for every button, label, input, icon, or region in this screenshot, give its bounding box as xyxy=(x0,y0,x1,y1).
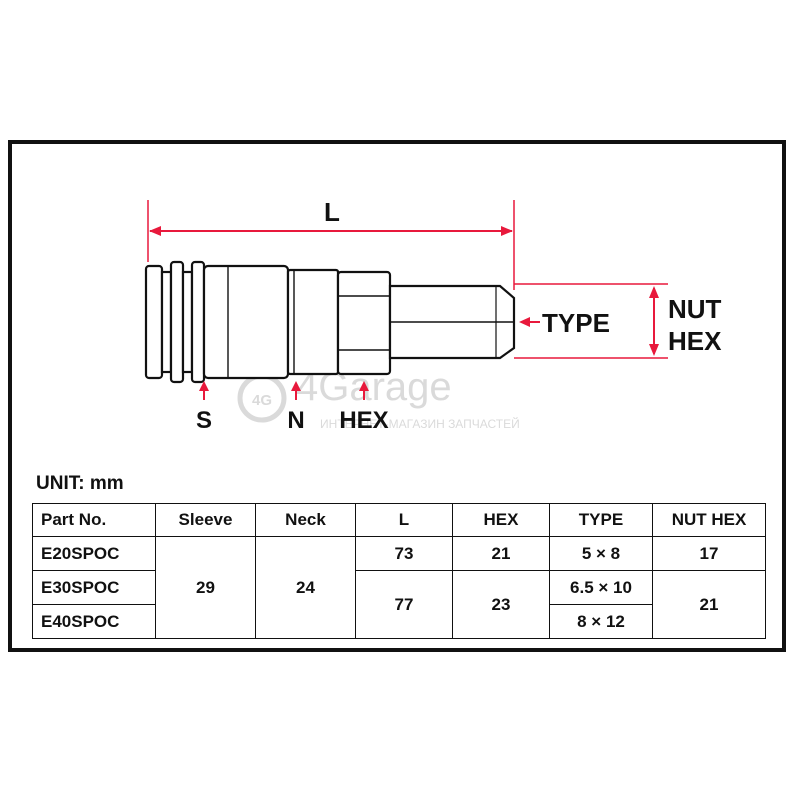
header-hex: HEX xyxy=(452,503,550,537)
label-nut-hex-line2: HEX xyxy=(668,326,722,356)
cell-l: 73 xyxy=(355,536,453,571)
header-l: L xyxy=(355,503,453,537)
dimension-nut-hex xyxy=(514,283,668,359)
dimension-l xyxy=(147,200,515,290)
label-hex: HEX xyxy=(339,407,388,434)
header-sleeve: Sleeve xyxy=(155,503,256,537)
cell-part-no: E20SPOC xyxy=(32,536,156,571)
cell-l: 77 xyxy=(355,570,453,639)
watermark-tagline: ИНТЕРНЕТ-МАГАЗИН ЗАПЧАСТЕЙ xyxy=(320,416,520,431)
arrow-sleeve xyxy=(199,381,209,400)
header-nut-hex: NUT HEX xyxy=(652,503,766,537)
coupler-body xyxy=(144,260,516,384)
cell-type: 6.5 × 10 xyxy=(549,570,653,605)
cell-type: 8 × 12 xyxy=(549,604,653,639)
cell-neck: 24 xyxy=(255,536,356,639)
header-type: TYPE xyxy=(549,503,653,537)
cell-nut-hex: 21 xyxy=(652,570,766,639)
arrow-hex xyxy=(359,381,369,400)
diagram-frame xyxy=(8,140,786,652)
cell-hex: 23 xyxy=(452,570,550,639)
label-neck: N xyxy=(287,407,304,434)
label-type: TYPE xyxy=(542,308,610,338)
watermark-logo: 4G xyxy=(252,392,272,409)
spec-table: Part No. Sleeve Neck L HEX TYPE NUT HEX … xyxy=(32,503,766,639)
table-header-row: Part No. Sleeve Neck L HEX TYPE NUT HEX xyxy=(32,503,766,537)
cell-sleeve: 29 xyxy=(155,536,256,639)
cell-part-no: E30SPOC xyxy=(32,570,156,605)
label-length: L xyxy=(324,197,340,227)
cell-part-no: E40SPOC xyxy=(32,604,156,639)
unit-label: UNIT: mm xyxy=(36,473,124,494)
table-row: E40SPOC 8 × 12 xyxy=(32,604,766,639)
label-nut-hex-line1: NUT xyxy=(668,294,722,324)
arrow-neck xyxy=(291,381,301,400)
label-sleeve: S xyxy=(196,407,212,434)
cell-nut-hex: 17 xyxy=(652,536,766,571)
table-row: E30SPOC 77 23 6.5 × 10 21 xyxy=(32,570,766,639)
arrow-type xyxy=(519,317,540,327)
header-part-no: Part No. xyxy=(32,503,156,537)
table-row: E20SPOC 29 24 73 21 5 × 8 17 xyxy=(32,536,766,639)
header-neck: Neck xyxy=(255,503,356,537)
cell-hex: 21 xyxy=(452,536,550,571)
cell-type: 5 × 8 xyxy=(549,536,653,571)
